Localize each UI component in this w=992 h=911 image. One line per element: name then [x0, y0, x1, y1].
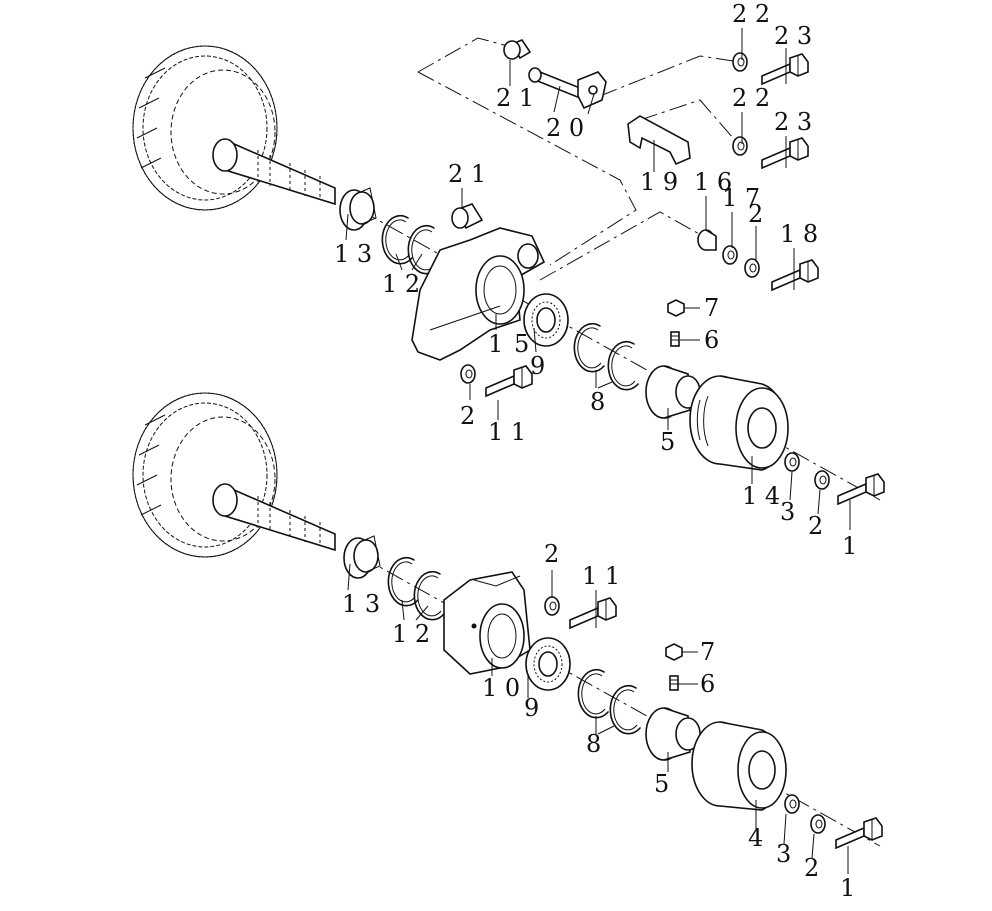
label-9-bottom: 9: [524, 694, 539, 722]
centerline-top-5: [539, 211, 711, 281]
centerline-top-2: [417, 71, 637, 266]
shaft-top: [212, 138, 336, 206]
spacer-top: [503, 39, 532, 60]
label-23b: 2 3: [774, 108, 812, 136]
label-8-bottom: 8: [586, 730, 601, 758]
housing-10: [443, 571, 531, 675]
bolt-18: [771, 259, 819, 291]
label-6: 6: [704, 326, 719, 354]
label-13: 1 3: [334, 240, 372, 268]
label-2-c: 2: [748, 200, 763, 228]
label-6-bottom: 6: [700, 670, 715, 698]
label-11: 1 1: [488, 418, 526, 446]
seal-13-top: [339, 187, 377, 231]
label-1: 1: [488, 330, 503, 358]
top-assembly: 2 2 2 3 2 2 2 3 2 1 2 0 1 9 2 1 1 6 1 7 …: [132, 0, 885, 560]
label-16: 1 6: [694, 168, 732, 196]
centerline-top-4: [639, 99, 741, 147]
label-21: 2 1: [448, 160, 486, 188]
label-20: 2 0: [546, 114, 584, 142]
label-22a: 2 2: [732, 0, 770, 28]
label-11-bottom: 1 1: [582, 562, 620, 590]
label-17: 1 7: [722, 184, 760, 212]
bolt-1-top: [837, 473, 885, 505]
label-2b-bottom: 2: [804, 854, 819, 882]
gear-bottom: [132, 392, 278, 558]
label-10-bottom: 1 0: [482, 674, 520, 702]
shaft-bottom: [212, 483, 336, 552]
label-5: 5: [514, 330, 529, 358]
label-8: 8: [590, 388, 605, 416]
bracket-19: [627, 115, 691, 166]
label-12-bottom: 1 2: [392, 620, 430, 648]
label-2-bottom: 2: [544, 540, 559, 568]
centerline-top-3: [599, 55, 741, 97]
bush-21: [451, 203, 484, 230]
label-2-d: 2: [808, 512, 823, 540]
label-9: 9: [530, 352, 545, 380]
label-18: 1 8: [780, 220, 818, 248]
shaft-5-bottom: [645, 707, 701, 761]
gear-top: [132, 45, 278, 211]
pulley-14: [689, 375, 789, 471]
label-7: 7: [704, 294, 719, 322]
label-1-b: 1: [842, 532, 857, 560]
bolt-11-top: [485, 365, 533, 397]
nut-7-top: [667, 299, 685, 317]
housing-1: [411, 227, 546, 361]
bolt-11-bottom: [569, 597, 617, 629]
screw-6-top: [670, 331, 680, 347]
label-5b: 5: [660, 428, 675, 456]
bottom-assembly: 2 1 1 1 3 1 2 1 0 9 8 7 6 5 4 3 2 1: [132, 392, 883, 902]
label-4-bottom: 4: [748, 824, 763, 852]
bolt-23-b: [761, 137, 809, 169]
bolt-23-a: [761, 53, 809, 85]
seal-13-bottom: [343, 535, 381, 579]
label-21-left: 2 1: [496, 84, 534, 112]
centerline-top-1: [417, 37, 516, 73]
label-1-bottom: 1: [840, 874, 855, 902]
spacer-16: [697, 229, 717, 251]
label-3: 3: [780, 498, 795, 526]
label-12: 1 2: [382, 270, 420, 298]
label-22b: 2 2: [732, 84, 770, 112]
nut-7-bottom: [665, 643, 683, 661]
label-7-bottom: 7: [700, 638, 715, 666]
leader-lines-top: [345, 28, 851, 530]
roller-4: [691, 721, 787, 811]
screw-6-bottom: [669, 675, 679, 691]
bearing-9-top: [523, 293, 569, 347]
label-19: 1 9: [640, 168, 678, 196]
pin-21-top: [528, 67, 586, 102]
label-2: 2: [460, 402, 475, 430]
label-23a: 2 3: [774, 22, 812, 50]
label-13-bottom: 1 3: [342, 590, 380, 618]
bracket-20: [577, 71, 607, 110]
label-5-bottom: 5: [654, 770, 669, 798]
leader-lines-bottom: [347, 563, 849, 874]
label-3-bottom: 3: [776, 840, 791, 868]
bearing-9-bottom: [525, 637, 571, 691]
label-14: 1 4: [742, 482, 780, 510]
